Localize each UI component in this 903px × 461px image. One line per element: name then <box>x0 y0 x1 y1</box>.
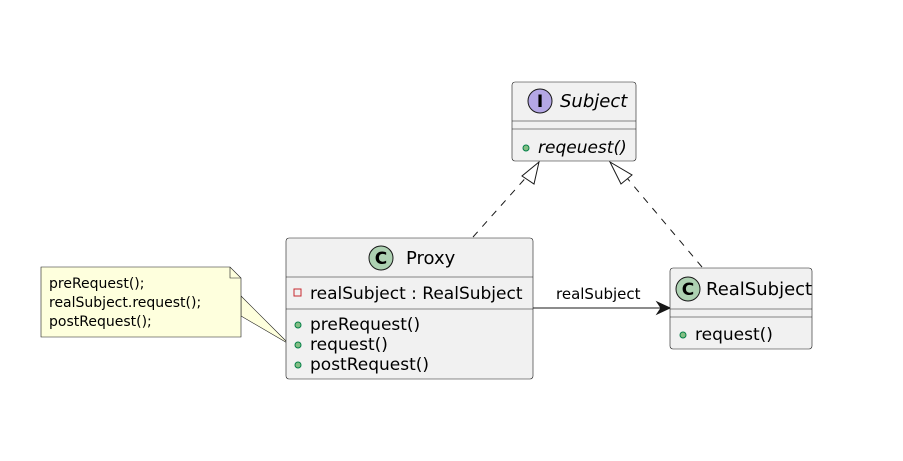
method: request() <box>695 325 773 345</box>
class-name: Subject <box>560 91 628 112</box>
realsubject-realizes-subject-edge <box>608 160 703 268</box>
public-marker <box>294 321 302 329</box>
public-marker <box>294 341 302 349</box>
note-line: preRequest(); <box>49 276 144 292</box>
proxy-realizes-subject-edge <box>472 160 540 238</box>
note-line: realSubject.request(); <box>49 295 201 311</box>
class-icon: C <box>368 245 394 271</box>
class-subject: I Subject reqeuest() <box>511 81 637 162</box>
svg-text:I: I <box>537 92 543 112</box>
association-arrowhead <box>655 300 672 316</box>
note-connector <box>240 295 290 345</box>
proxy-realsubject-association-edge: realSubject <box>533 285 672 316</box>
public-marker <box>522 144 530 152</box>
note: preRequest(); realSubject.request(); pos… <box>40 266 242 338</box>
class-realsubject: C RealSubject request() <box>669 267 813 350</box>
note-line: postRequest(); <box>49 314 152 330</box>
note-body <box>40 266 242 338</box>
interface-icon: I <box>527 88 553 114</box>
association-label: realSubject <box>556 285 641 303</box>
class-proxy: C Proxy realSubject : RealSubject preReq… <box>285 237 534 380</box>
svg-text:C: C <box>375 249 387 269</box>
class-name: Proxy <box>406 248 456 269</box>
class-box <box>669 267 813 350</box>
method: reqeuest() <box>538 138 627 158</box>
method: preRequest() <box>310 315 420 335</box>
realization-arrowhead <box>608 160 633 185</box>
public-marker <box>679 331 687 339</box>
realization-arrowhead <box>521 160 540 185</box>
public-marker <box>294 361 302 369</box>
method: postRequest() <box>310 355 429 375</box>
svg-text:C: C <box>682 280 694 300</box>
note-corner-fold <box>229 267 241 279</box>
method: request() <box>310 335 388 355</box>
class-box <box>285 237 534 380</box>
class-name: RealSubject <box>706 279 812 300</box>
private-marker <box>293 288 302 297</box>
field: realSubject : RealSubject <box>310 284 523 304</box>
class-icon: C <box>675 276 701 302</box>
